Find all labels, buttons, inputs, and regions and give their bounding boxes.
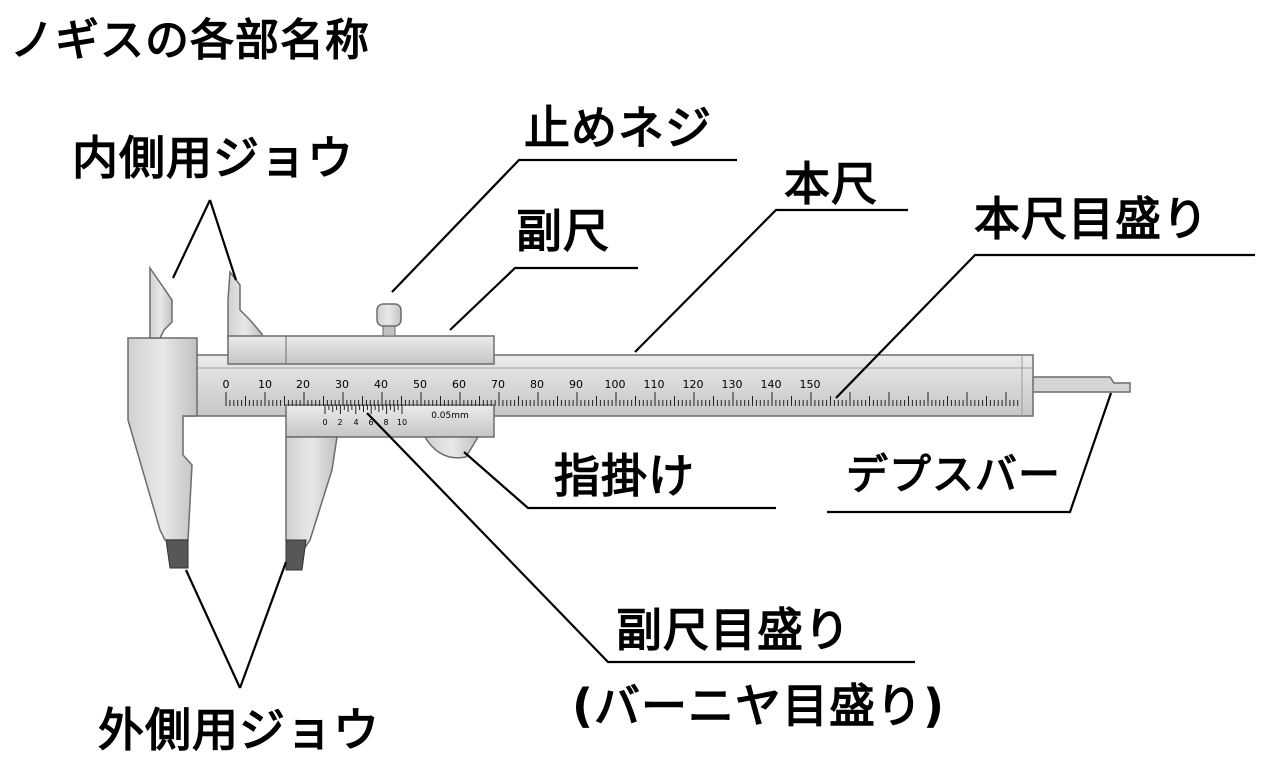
label-slider: 副尺: [516, 204, 610, 258]
main-tick-label: 60: [452, 378, 466, 391]
page-title: ノギスの各部名称: [10, 15, 370, 66]
main-tick-label: 70: [491, 378, 505, 391]
leader-lock-screw: [391, 158, 737, 293]
vernier-tick-label: 6: [368, 418, 373, 427]
vernier-tick-label: 8: [383, 418, 388, 427]
main-tick-label: 90: [569, 378, 583, 391]
leader-slider: [449, 266, 638, 331]
label-lock-screw: 止めネジ: [524, 101, 712, 155]
main-tick-label: 110: [644, 378, 665, 391]
vernier-tick-label: 4: [353, 418, 358, 427]
vernier-tick-label: 10: [397, 418, 407, 427]
fixed-outer-jaw-tip: [165, 539, 189, 569]
main-tick-label: 50: [413, 378, 427, 391]
main-tick-label: 150: [800, 378, 821, 391]
main-tick-label: 80: [530, 378, 544, 391]
fixed-inner-jaw: [149, 265, 173, 339]
slider-body: [227, 335, 495, 365]
main-scale-ticks: [225, 392, 1019, 406]
label-vernier-graduation: 副尺目盛り: [616, 603, 851, 657]
main-tick-label: 140: [761, 378, 782, 391]
main-tick-label: 10: [258, 378, 272, 391]
leader-depth: [827, 392, 1113, 514]
leader-inner-left: [172, 199, 211, 279]
label-main-scale-graduation: 本尺目盛り: [974, 192, 1209, 246]
label-thumb-grip: 指掛け: [554, 449, 695, 503]
vernier-tick-label: 0: [322, 418, 327, 427]
slider-outer-jaw-tip: [285, 539, 307, 571]
depth-bar: [1029, 376, 1131, 393]
main-tick-label: 20: [296, 378, 310, 391]
label-depth-bar: デプスバー: [846, 450, 1062, 499]
main-scale-numbers: 0 10 20 30 40 50 60 70 80 90 100 110 120…: [223, 378, 821, 391]
vernier-tick-label: 2: [337, 418, 342, 427]
label-outer-jaw: 外側用ジョウ: [98, 703, 380, 757]
main-tick-label: 40: [374, 378, 388, 391]
main-tick-label: 100: [605, 378, 626, 391]
leader-main: [634, 208, 908, 353]
label-main-scale: 本尺: [784, 157, 878, 211]
leader-outer-right: [238, 561, 288, 689]
leader-lines: [172, 158, 1255, 689]
main-tick-label: 120: [683, 378, 704, 391]
leader-inner-right: [208, 199, 238, 281]
vernier-unit-label: 0.05mm: [431, 411, 469, 421]
vernier-scale-ticks: [324, 405, 403, 414]
slider-inner-jaw: [227, 269, 263, 339]
thumb-grip: [423, 436, 480, 459]
leader-main-scale: [835, 253, 1255, 399]
leader-thumb: [463, 451, 776, 510]
lock-screw-head: [376, 303, 402, 327]
main-tick-label: 130: [722, 378, 743, 391]
fixed-jaw-body: [127, 337, 198, 541]
leader-outer-left: [184, 569, 242, 689]
slider-outer-jaw: [285, 436, 338, 557]
leader-vernier: [366, 412, 915, 664]
main-tick-label: 0: [223, 378, 230, 391]
label-vernier-graduation-alt: (バーニヤ目盛り): [572, 679, 946, 733]
label-inner-jaw: 内側用ジョウ: [72, 131, 354, 185]
main-tick-label: 30: [335, 378, 349, 391]
vernier-scale-numbers: 0 2 4 6 8 10: [322, 418, 407, 427]
